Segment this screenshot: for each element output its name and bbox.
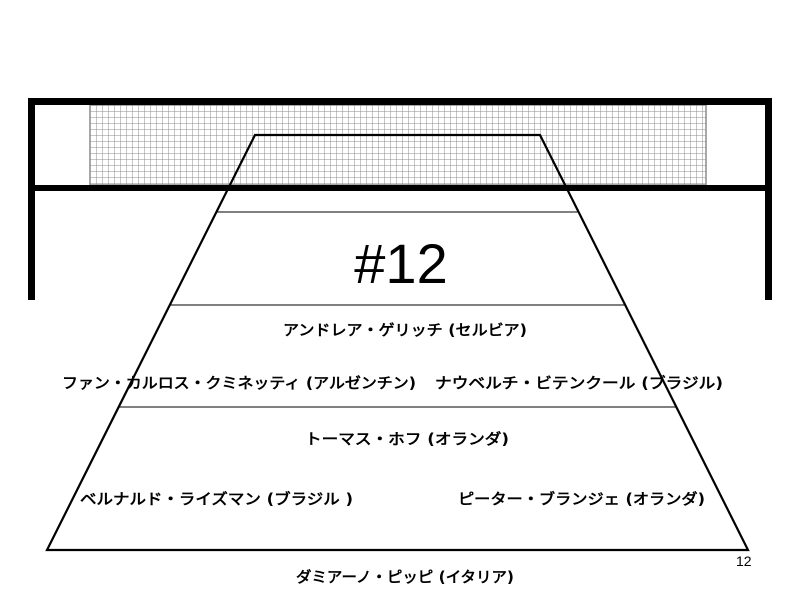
volleyball-net: [28, 98, 772, 300]
player-name: トーマス・ホフ (オランダ): [305, 430, 509, 448]
player-name: ピーター・ブランジェ (オランダ): [458, 490, 705, 508]
player-name: ファン・カルロス・クミネッティ (アルゼンチン): [62, 374, 416, 392]
net-left-post: [28, 98, 35, 300]
formation-number: #12: [354, 232, 447, 295]
net-mesh: [90, 105, 706, 185]
player-name: アンドレア・ゲリッチ (セルビア): [283, 321, 527, 339]
page-number: 12: [736, 553, 752, 569]
court: [45, 133, 750, 552]
court-outline: [45, 133, 750, 552]
net-top-band: [28, 98, 772, 105]
player-name: ダミアーノ・ピッピ (イタリア): [296, 568, 514, 586]
player-name: ナウベルチ・ビテンクール (ブラジル): [435, 374, 723, 392]
player-name: ベルナルド・ライズマン (ブラジル ): [80, 490, 353, 508]
net-bottom-band: [28, 185, 772, 191]
net-right-post: [765, 98, 772, 300]
